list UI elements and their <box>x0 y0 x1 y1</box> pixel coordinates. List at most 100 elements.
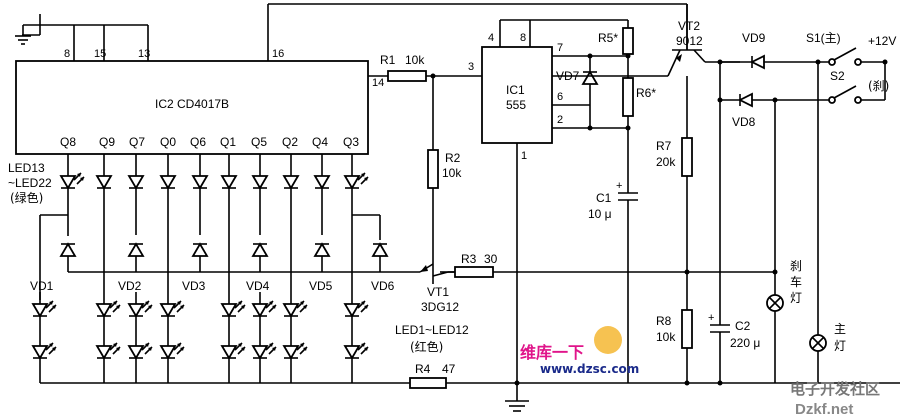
r5 <box>622 27 634 55</box>
red-led-a-4-icon <box>221 300 246 317</box>
main-lamp-label-1: 主 <box>834 322 846 336</box>
vd1-label: VD1 <box>30 279 54 293</box>
output-4-led-icon <box>192 175 208 189</box>
out-q2: Q2 <box>282 135 298 149</box>
main-lamp-label-2: 灯 <box>834 339 846 353</box>
c1-ref: C1 <box>596 191 612 205</box>
vd4-label: VD4 <box>246 279 270 293</box>
watermark-badge: 电子开发社区 <box>790 380 880 398</box>
output-9-led-icon <box>344 172 369 189</box>
c2-ref: C2 <box>735 319 751 333</box>
out-q9: Q9 <box>99 135 115 149</box>
mascot-icon <box>594 326 622 354</box>
output-7-led-icon <box>283 175 299 189</box>
brake-mark: (刹) <box>868 79 889 93</box>
r2-ref: R2 <box>445 151 461 165</box>
out-q0: Q0 <box>160 135 176 149</box>
r3-value: 30 <box>484 252 498 266</box>
ic2-name: IC2 CD4017B <box>155 97 229 111</box>
r6-ref: R6* <box>636 86 656 100</box>
r6 <box>622 77 634 117</box>
out-q1: Q1 <box>220 135 236 149</box>
s2-contact-a <box>828 96 836 104</box>
led-green-label: LED13 <box>8 161 45 175</box>
s1-contact-b <box>854 58 862 66</box>
red-led-a-6-icon <box>283 300 308 317</box>
output-0-led-icon <box>60 172 85 189</box>
led-red-color: (红色) <box>410 339 443 354</box>
r1 <box>387 70 427 82</box>
red-led-a-2-icon <box>128 300 153 317</box>
svg-text:+: + <box>616 180 622 192</box>
r8-value: 10k <box>656 330 676 344</box>
red-led-b-3-icon <box>160 342 185 359</box>
red-led-b-2-icon <box>128 342 153 359</box>
vd3-label: VD3 <box>182 279 206 293</box>
ic1-type: 555 <box>506 98 526 112</box>
r1-value: 10k <box>405 53 425 67</box>
s1-label: S1(主) <box>806 31 841 45</box>
red-led-a-5-icon <box>252 300 277 317</box>
ic1-body <box>481 46 553 144</box>
ic1-name: IC1 <box>506 83 525 97</box>
output-1-led-icon <box>96 175 112 189</box>
ic1-pin-6: 6 <box>557 91 563 103</box>
led-red-label: LED1~LED12 <box>395 323 469 337</box>
out-q7: Q7 <box>129 135 145 149</box>
r5-ref: R5* <box>598 31 618 45</box>
vd3-icon <box>192 243 208 257</box>
ic2-pin-16: 16 <box>272 48 284 60</box>
brake-lamp-label-3: 灯 <box>790 291 802 305</box>
r1-ref: R1 <box>380 53 396 67</box>
watermark-text: 维库一下 <box>520 343 584 362</box>
red-led-b-4-icon <box>221 342 246 359</box>
output-3-led-icon <box>160 175 176 189</box>
vd5-label: VD5 <box>309 279 333 293</box>
ic1-pin-4: 4 <box>488 32 494 44</box>
ic2-body <box>15 60 369 155</box>
ic2-pin-8: 8 <box>64 48 70 60</box>
vd5-icon <box>314 243 330 257</box>
vt1-ref: VT1 <box>427 285 449 299</box>
watermark-url: www.dzsc.com <box>540 362 639 376</box>
r3-ref: R3 <box>461 252 477 266</box>
ic2-pin-13: 13 <box>138 48 150 60</box>
r8-ref: R8 <box>656 314 672 328</box>
out-q6: Q6 <box>190 135 206 149</box>
output-8-led-icon <box>314 175 330 189</box>
red-led-b-0-icon <box>32 342 57 359</box>
red-led-a-0-icon <box>32 300 57 317</box>
watermark-site: Dzkf.net <box>795 401 853 418</box>
vt1-type: 3DG12 <box>421 300 459 314</box>
r8 <box>681 309 693 349</box>
vd9-label: VD9 <box>742 31 766 45</box>
r7-value: 20k <box>656 155 676 169</box>
ic2-pin-14: 14 <box>372 77 384 89</box>
vd1-icon <box>60 243 76 257</box>
s2-contact-b <box>854 96 862 104</box>
red-led-b-6-icon <box>283 342 308 359</box>
vd6-label: VD6 <box>371 279 395 293</box>
vt2-ref: VT2 <box>678 19 700 33</box>
output-2-led-icon <box>128 175 144 189</box>
r4-value: 47 <box>442 362 456 376</box>
r7-ref: R7 <box>656 139 672 153</box>
c2-value: 220 μ <box>730 336 760 350</box>
red-led-a-3-icon <box>160 300 185 317</box>
r2 <box>427 149 439 189</box>
r4 <box>409 377 447 389</box>
ic1-pin-7: 7 <box>557 42 563 54</box>
red-led-a-7-icon <box>344 300 369 317</box>
output-5-led-icon <box>221 175 237 189</box>
red-led-b-7-icon <box>344 342 369 359</box>
ic1-pin-1: 1 <box>521 150 527 162</box>
brake-lamp-label-1: 刹 <box>790 259 802 273</box>
red-led-b-5-icon <box>252 342 277 359</box>
r4-ref: R4 <box>415 362 431 376</box>
s2-label: S2 <box>830 69 845 83</box>
supply-label: +12V <box>868 34 896 48</box>
r7 <box>681 137 693 177</box>
s1-contact-a <box>828 58 836 66</box>
